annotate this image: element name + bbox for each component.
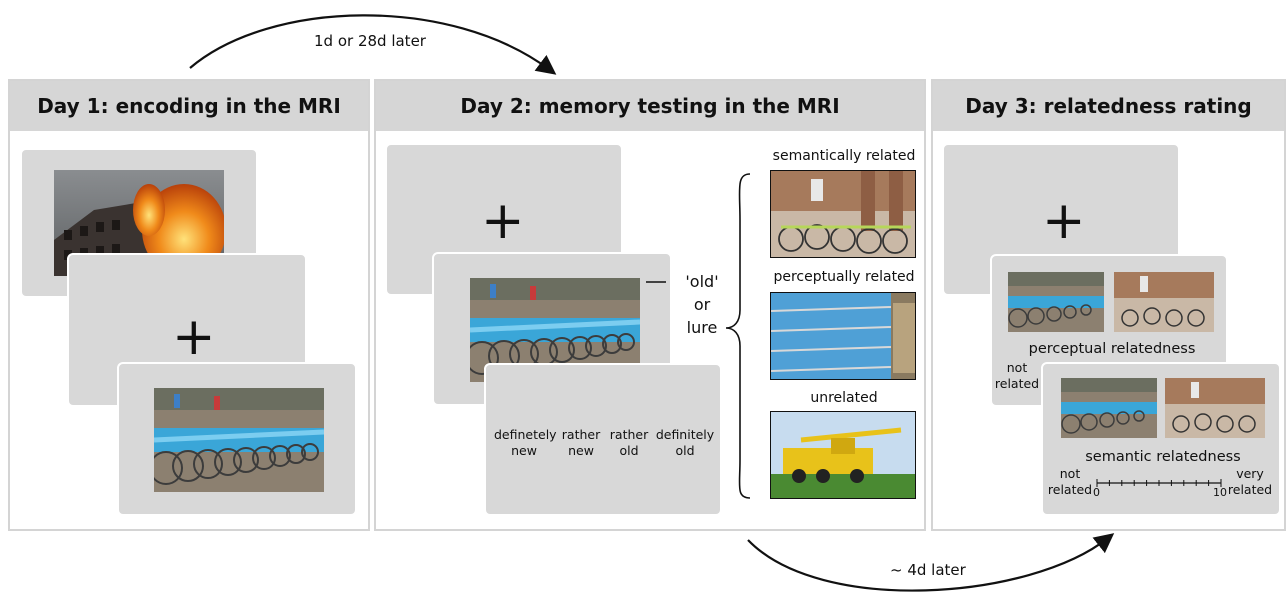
fixation-cross: + [172, 307, 216, 367]
scale-min: 0 [1093, 486, 1100, 499]
or-label: or [693, 295, 711, 315]
semantic-relatedness-label: semantic relatedness [1085, 449, 1241, 465]
semantic-lure-image [770, 170, 916, 258]
right-brace [725, 173, 751, 499]
lure-semantic-label: semantically related [772, 148, 916, 164]
day1-header: Day 1: encoding in the MRI [10, 81, 368, 131]
day1-screen-bikes [117, 362, 357, 516]
rating-scale [1096, 479, 1222, 487]
perceptual-not-related: not related [994, 360, 1040, 391]
choice-label: 'old' or lure [680, 270, 724, 340]
bottom-arrow-label: ~ 4d later [890, 561, 966, 579]
top-arrow-label: 1d or 28d later [314, 32, 426, 50]
bottom-arrow [747, 533, 1115, 592]
day1-title: Day 1: encoding in the MRI [37, 94, 341, 118]
rating-rather-new: rather new [561, 427, 601, 458]
pair-green-bikes-image [1165, 378, 1265, 438]
day3-header: Day 3: relatedness rating [933, 81, 1284, 131]
rating-definitely-new: definetely new [494, 427, 557, 458]
scale-max: 10 [1213, 486, 1227, 499]
pair-blue-bikes-image [1008, 272, 1104, 332]
perceptual-lure-image [770, 292, 916, 380]
lure-unrelated-label: unrelated [810, 390, 878, 406]
day2-screen-rating: definetely new rather new rather old def… [484, 363, 722, 516]
fixation-cross: + [481, 191, 525, 251]
choice-connectors [646, 173, 751, 499]
unrelated-lure-image [770, 411, 916, 499]
pair-green-bikes-image [1114, 272, 1214, 332]
rating-definitely-old: definitely old [655, 427, 715, 458]
semantic-very-related: very related [1227, 466, 1273, 497]
lure-label: lure [686, 318, 718, 338]
lure-perceptual-label: perceptually related [773, 269, 915, 285]
day3-title: Day 3: relatedness rating [965, 94, 1252, 118]
blue-bikes-image [154, 388, 324, 492]
top-arrow [189, 14, 557, 75]
rating-rather-old: rather old [609, 427, 649, 458]
fixation-cross: + [1042, 191, 1086, 251]
pair-blue-bikes-image [1061, 378, 1157, 438]
day3-screen-semantic: semantic relatedness not related 0 10 ve… [1041, 362, 1281, 516]
semantic-not-related: not related [1047, 466, 1093, 497]
day2-header: Day 2: memory testing in the MRI [376, 81, 924, 131]
perceptual-relatedness-label: perceptual relatedness [1028, 341, 1196, 357]
old-label: 'old' [685, 272, 719, 291]
day2-title: Day 2: memory testing in the MRI [460, 94, 840, 118]
